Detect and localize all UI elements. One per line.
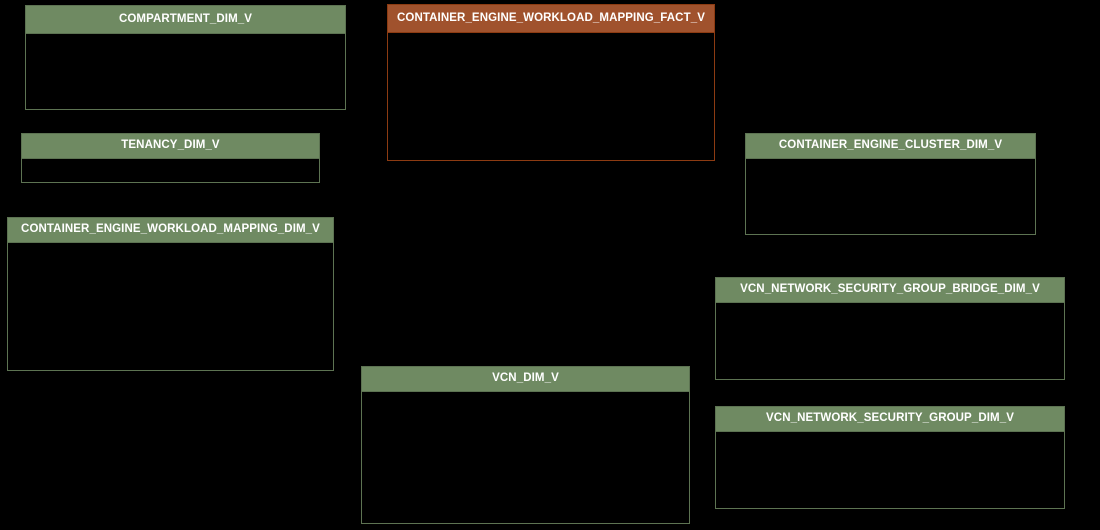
entity-container-engine-cluster-dim-v[interactable]: CONTAINER_ENGINE_CLUSTER_DIM_V <box>745 133 1036 235</box>
entity-column-list <box>362 392 689 523</box>
entity-compartment-dim-v[interactable]: COMPARTMENT_DIM_V <box>25 5 346 110</box>
entity-column-list <box>746 159 1035 234</box>
entity-tenancy-dim-v[interactable]: TENANCY_DIM_V <box>21 133 320 183</box>
entity-vcn-dim-v[interactable]: VCN_DIM_V <box>361 366 690 524</box>
entity-container-engine-workload-mapping-fact-v[interactable]: CONTAINER_ENGINE_WORKLOAD_MAPPING_FACT_V <box>387 4 715 161</box>
entity-title: VCN_NETWORK_SECURITY_GROUP_DIM_V <box>716 407 1064 432</box>
entity-column-list <box>8 243 333 370</box>
entity-title: COMPARTMENT_DIM_V <box>26 6 345 34</box>
entity-title: CONTAINER_ENGINE_WORKLOAD_MAPPING_FACT_V <box>388 5 714 33</box>
entity-title: CONTAINER_ENGINE_CLUSTER_DIM_V <box>746 134 1035 159</box>
entity-vcn-network-security-group-bridge-dim-v[interactable]: VCN_NETWORK_SECURITY_GROUP_BRIDGE_DIM_V <box>715 277 1065 380</box>
entity-title: VCN_NETWORK_SECURITY_GROUP_BRIDGE_DIM_V <box>716 278 1064 303</box>
entity-title: CONTAINER_ENGINE_WORKLOAD_MAPPING_DIM_V <box>8 218 333 243</box>
entity-column-list <box>22 159 319 182</box>
entity-column-list <box>716 303 1064 379</box>
entity-vcn-network-security-group-dim-v[interactable]: VCN_NETWORK_SECURITY_GROUP_DIM_V <box>715 406 1065 509</box>
entity-column-list <box>716 432 1064 508</box>
entity-title: VCN_DIM_V <box>362 367 689 392</box>
entity-column-list <box>26 34 345 109</box>
entity-title: TENANCY_DIM_V <box>22 134 319 159</box>
entity-container-engine-workload-mapping-dim-v[interactable]: CONTAINER_ENGINE_WORKLOAD_MAPPING_DIM_V <box>7 217 334 371</box>
entity-column-list <box>388 33 714 160</box>
